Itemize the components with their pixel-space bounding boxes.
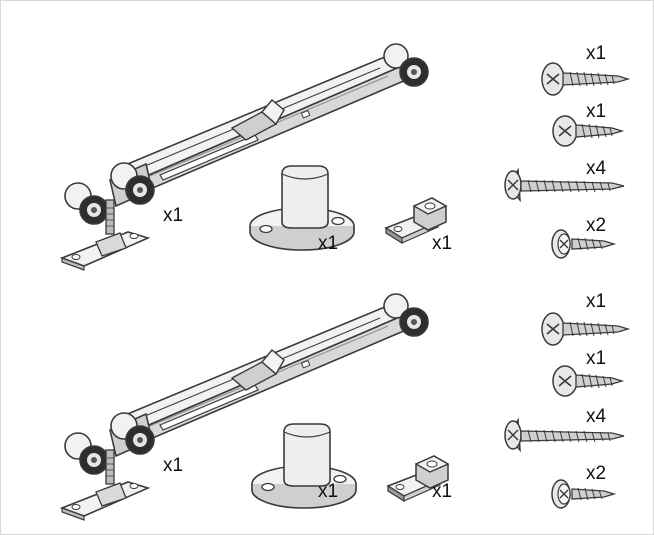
pan-head-screw-qty: x1: [586, 43, 607, 64]
pan-head-screw-icon: [541, 312, 629, 346]
door-stop-qty: x1: [432, 233, 453, 254]
countersunk-screw-icon: [504, 419, 625, 451]
pan-head-screw-qty: x1: [586, 291, 607, 312]
washer-head-screw-icon: [551, 479, 615, 509]
roller-assembly-qty: x1: [163, 455, 184, 476]
countersunk-screw-icon: [504, 169, 625, 201]
countersunk-screw-qty: x4: [586, 406, 607, 427]
kit-2: [61, 293, 629, 521]
washer-head-screw-qty: x2: [586, 215, 607, 236]
round-head-screw-qty: x1: [586, 101, 607, 122]
round-head-screw-icon: [552, 365, 623, 397]
floor-guide-qty: x1: [318, 233, 339, 254]
round-head-screw-qty: x1: [586, 348, 607, 369]
pan-head-screw-icon: [541, 62, 629, 96]
floor-guide-icon: [249, 165, 355, 251]
countersunk-screw-qty: x4: [586, 158, 607, 179]
roller-assembly-qty: x1: [163, 205, 184, 226]
door-stop-qty: x1: [432, 481, 453, 502]
washer-head-screw-qty: x2: [586, 463, 607, 484]
kit-1: [61, 43, 629, 271]
floor-guide-qty: x1: [318, 481, 339, 502]
roller-assembly-icon: [61, 293, 429, 521]
roller-assembly-icon: [61, 43, 429, 271]
floor-guide-icon: [251, 423, 357, 509]
